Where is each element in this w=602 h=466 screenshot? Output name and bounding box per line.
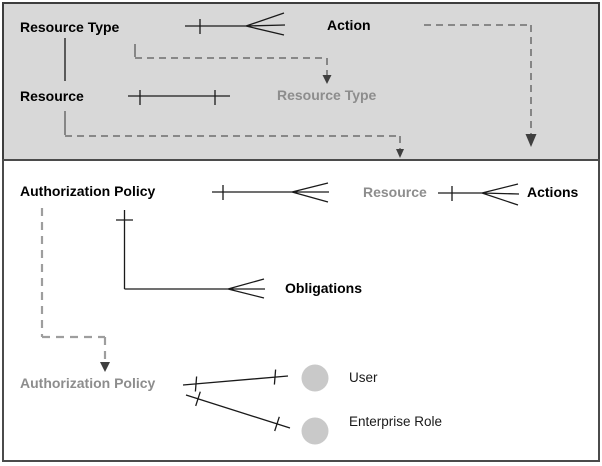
enterpriserole-node-circle <box>301 417 329 445</box>
edge-resourcetype-action-crowsfoot <box>185 12 286 36</box>
edge-authpolicy-enterpriserole <box>185 391 291 432</box>
label-resource: Resource <box>20 88 84 104</box>
edge-resource-one-to-one <box>128 90 230 105</box>
edge-resource-actions-crowsfoot <box>438 183 520 206</box>
user-node-circle <box>301 364 329 392</box>
ref-resourcetype-arrowhead-icon <box>322 75 332 84</box>
label-resource-ref: Resource <box>363 184 427 200</box>
ref-resource-dashed <box>65 135 401 149</box>
lower-panel <box>2 159 600 462</box>
edge-authpolicy-obligations-crowsfoot <box>116 210 265 299</box>
ref-authpolicy-arrowhead-icon <box>100 362 110 372</box>
label-obligations: Obligations <box>285 280 362 296</box>
ref-resourcetype-dashed <box>135 57 328 75</box>
upper-panel <box>2 2 600 161</box>
ref-action-arrowhead-icon <box>525 134 537 147</box>
label-authorization-policy-ref: Authorization Policy <box>20 375 156 391</box>
label-authorization-policy: Authorization Policy <box>20 183 156 199</box>
label-resource-type-ref: Resource Type <box>277 87 377 103</box>
edge-authpolicy-resource-crowsfoot <box>212 182 329 203</box>
ref-resource-arrowhead-icon <box>396 149 404 158</box>
ref-action-dashed <box>424 24 532 134</box>
label-user: User <box>349 370 378 385</box>
edge-authpolicy-user <box>182 369 289 392</box>
label-resource-type: Resource Type <box>20 19 120 35</box>
label-enterprise-role: Enterprise Role <box>349 414 442 429</box>
ref-authpolicy-dashed <box>40 208 107 362</box>
label-action: Action <box>327 17 371 33</box>
label-actions: Actions <box>527 184 579 200</box>
